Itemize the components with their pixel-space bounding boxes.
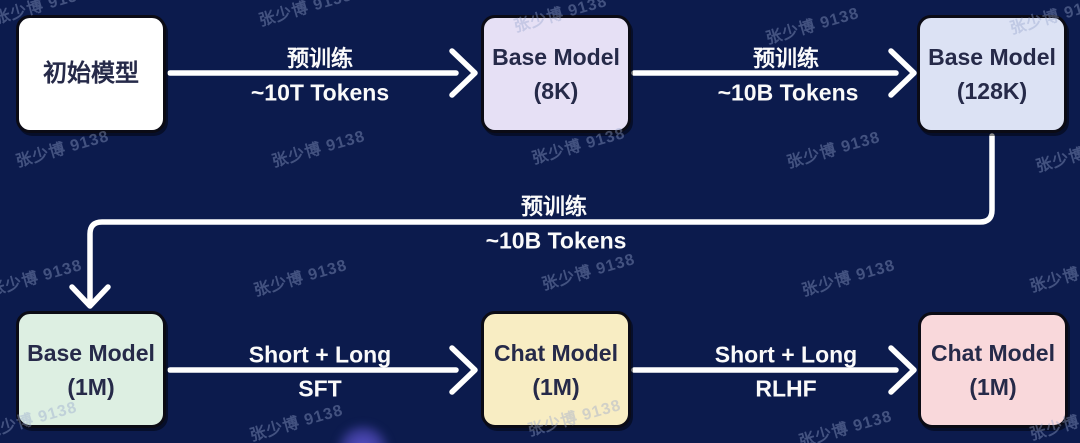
edge-sft-sublabel: SFT [298, 375, 342, 402]
edge-rlhf-arrow [631, 345, 917, 395]
edge-pretrain-10b-label: 预训练 [752, 46, 820, 71]
node-base-model-1m: Base Model (1M) [16, 311, 166, 428]
node-chat-model-1m-rlhf: Chat Model (1M) [918, 312, 1068, 428]
edge-pretrain-10t-arrow [167, 48, 478, 98]
edge-rlhf-label: Short + Long [714, 341, 858, 368]
edge-sft-arrow [167, 345, 478, 395]
edge-pretrain-10b-tokens: ~10B Tokens [717, 79, 859, 106]
edge-pretrain-long-context-tokens: ~10B Tokens [485, 227, 627, 254]
node-label-line2: (128K) [956, 78, 1028, 104]
edge-pretrain-long-context-arrow [69, 133, 995, 309]
node-chat-model-1m-sft: Chat Model (1M) [481, 311, 631, 428]
node-label-line1: Chat Model [931, 340, 1055, 366]
node-base-model-8k: Base Model (8K) [481, 15, 631, 133]
edge-pretrain-long-context-label: 预训练 [520, 194, 588, 219]
node-initial-model: 初始模型 [16, 15, 166, 133]
edge-pretrain-10b-arrow [631, 48, 917, 98]
node-label-line1: 初始模型 [43, 60, 139, 87]
edge-pretrain-10t-label: 预训练 [286, 46, 354, 71]
node-label-line2: (1M) [67, 373, 115, 400]
cursor-glow-blob [334, 424, 392, 443]
edge-pretrain-10t-tokens: ~10T Tokens [250, 79, 390, 106]
node-label-line1: Base Model [492, 44, 620, 70]
node-label-line1: Chat Model [494, 339, 618, 366]
node-label-line1: Base Model [27, 339, 155, 366]
edge-sft-label: Short + Long [248, 341, 392, 368]
node-label-line2: (1M) [532, 373, 580, 400]
edge-rlhf-sublabel: RLHF [755, 375, 817, 402]
node-label-line2: (1M) [969, 374, 1017, 400]
node-base-model-128k: Base Model (128K) [917, 15, 1067, 133]
node-label-line1: Base Model [928, 44, 1056, 70]
node-label-line2: (8K) [533, 78, 579, 104]
